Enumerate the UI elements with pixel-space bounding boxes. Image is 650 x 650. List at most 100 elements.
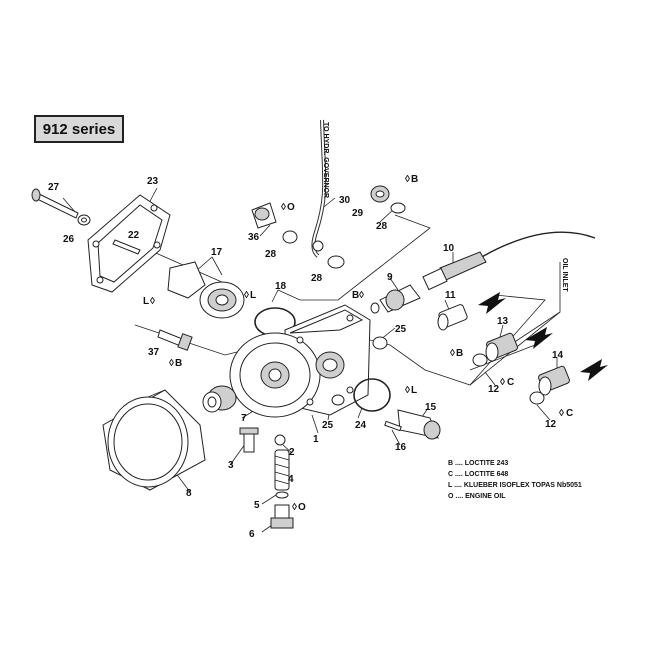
callout-29: 29 bbox=[352, 208, 364, 219]
callout-17: 17 bbox=[211, 247, 223, 258]
callout-25a: 25 bbox=[395, 324, 407, 335]
pin-16 bbox=[384, 420, 402, 432]
fitting-11 bbox=[437, 304, 468, 331]
symbol-c-13: C bbox=[507, 377, 514, 388]
washer-12b bbox=[529, 391, 545, 405]
svg-text:◊: ◊ bbox=[281, 202, 286, 213]
callout-1: 1 bbox=[313, 434, 319, 445]
callout-28b: 28 bbox=[311, 273, 323, 284]
washer-5 bbox=[275, 491, 289, 499]
callout-25b: 25 bbox=[322, 420, 334, 431]
rotor-17 bbox=[167, 261, 245, 319]
callout-6: 6 bbox=[249, 529, 255, 540]
svg-text:◊: ◊ bbox=[359, 290, 364, 301]
o-ring-24 bbox=[353, 378, 391, 412]
callout-37: 37 bbox=[148, 347, 160, 358]
symbol-l-22: L bbox=[143, 296, 149, 307]
callout-26: 26 bbox=[63, 234, 75, 245]
cover-plate-23 bbox=[87, 194, 171, 293]
callout-22: 22 bbox=[128, 230, 140, 241]
sensor-37 bbox=[157, 329, 193, 351]
callout-numbers: 27 23 26 22 17 18 37 36 28 30 29 28 28 1… bbox=[48, 176, 564, 540]
arrow-13 bbox=[525, 327, 553, 349]
material-symbols: ◊B ◊O ◊L B◊ L◊ ◊B ◊B ◊C ◊C ◊L ◊O bbox=[143, 174, 573, 513]
oil-filter-8 bbox=[102, 389, 206, 491]
callout-15: 15 bbox=[425, 402, 437, 413]
callout-36: 36 bbox=[248, 232, 260, 243]
callout-28c: 28 bbox=[376, 221, 388, 232]
plug-6 bbox=[270, 504, 294, 529]
pump-housing-1 bbox=[229, 304, 371, 418]
banjo-36 bbox=[251, 202, 277, 229]
series-label: 912 series bbox=[42, 120, 116, 138]
callout-27: 27 bbox=[48, 182, 60, 193]
label-oil-inlet: OIL INLET bbox=[561, 258, 568, 292]
sensor-9 bbox=[370, 284, 421, 314]
callout-23: 23 bbox=[147, 176, 159, 187]
symbol-b-11: B bbox=[456, 348, 463, 359]
washer-28a bbox=[282, 230, 298, 244]
svg-text:◊: ◊ bbox=[500, 377, 505, 388]
callout-4: 4 bbox=[288, 474, 294, 485]
symbol-c-14: C bbox=[566, 408, 573, 419]
svg-text:◊: ◊ bbox=[169, 358, 174, 369]
symbol-b-9: B bbox=[352, 290, 359, 301]
callout-12a: 12 bbox=[488, 384, 500, 395]
washer-28b bbox=[327, 255, 345, 269]
callout-28a: 28 bbox=[265, 249, 277, 260]
callout-5: 5 bbox=[254, 500, 260, 511]
legend-item-l: L .... KLUEBER ISOFLEX TOPAS Nb5051 bbox=[448, 482, 582, 489]
pin-22 bbox=[112, 239, 141, 255]
callout-13: 13 bbox=[497, 316, 509, 327]
fitting-29 bbox=[370, 185, 390, 203]
symbol-o-5: O bbox=[298, 502, 306, 513]
ring-25b bbox=[331, 394, 345, 406]
callout-10: 10 bbox=[443, 243, 455, 254]
callout-11: 11 bbox=[445, 290, 456, 301]
callout-8: 8 bbox=[186, 488, 192, 499]
nipple-7 bbox=[202, 385, 237, 413]
valve-15 bbox=[397, 409, 441, 440]
callout-18: 18 bbox=[275, 281, 287, 292]
svg-text:◊: ◊ bbox=[244, 290, 249, 301]
series-label-box: 912 series bbox=[34, 115, 124, 143]
svg-text:◊: ◊ bbox=[405, 385, 410, 396]
legend-item-b: B .... LOCTITE 243 bbox=[448, 460, 508, 467]
bolt-27 bbox=[31, 188, 79, 219]
symbol-b-29: B bbox=[411, 174, 418, 185]
svg-text:◊: ◊ bbox=[150, 296, 155, 307]
symbol-b-37: B bbox=[175, 358, 182, 369]
legend: B .... LOCTITE 243 C .... LOCTITE 648 L … bbox=[448, 460, 582, 500]
callout-12b: 12 bbox=[545, 419, 557, 430]
fitting-13 bbox=[485, 332, 518, 362]
legend-item-o: O .... ENGINE OIL bbox=[448, 493, 506, 500]
callout-9: 9 bbox=[387, 272, 393, 283]
callout-2: 2 bbox=[289, 447, 295, 458]
ball-2 bbox=[274, 434, 286, 446]
callout-7: 7 bbox=[241, 413, 247, 424]
symbol-l-15: L bbox=[411, 385, 417, 396]
svg-text:◊: ◊ bbox=[450, 348, 455, 359]
svg-text:◊: ◊ bbox=[292, 502, 297, 513]
legend-item-c: C .... LOCTITE 648 bbox=[448, 471, 508, 478]
fitting-14 bbox=[538, 365, 570, 396]
svg-text:◊: ◊ bbox=[559, 408, 564, 419]
callout-16: 16 bbox=[395, 442, 407, 453]
symbol-l-17: L bbox=[250, 290, 256, 301]
callout-30: 30 bbox=[339, 195, 351, 206]
spring-4 bbox=[274, 449, 290, 491]
arrow-11 bbox=[478, 292, 506, 314]
arrow-14 bbox=[580, 359, 608, 381]
callout-3: 3 bbox=[228, 460, 234, 471]
pressure-sensor-10 bbox=[422, 231, 596, 291]
svg-text:◊: ◊ bbox=[405, 174, 410, 185]
symbol-o-36: O bbox=[287, 202, 295, 213]
callout-14: 14 bbox=[552, 350, 564, 361]
label-to-hydr-governor: TO HYDR. GOVERNOR bbox=[322, 122, 329, 198]
screw-3 bbox=[239, 427, 259, 453]
callout-24: 24 bbox=[355, 420, 367, 431]
ring-25a bbox=[372, 336, 388, 350]
washer-28c bbox=[390, 202, 406, 214]
